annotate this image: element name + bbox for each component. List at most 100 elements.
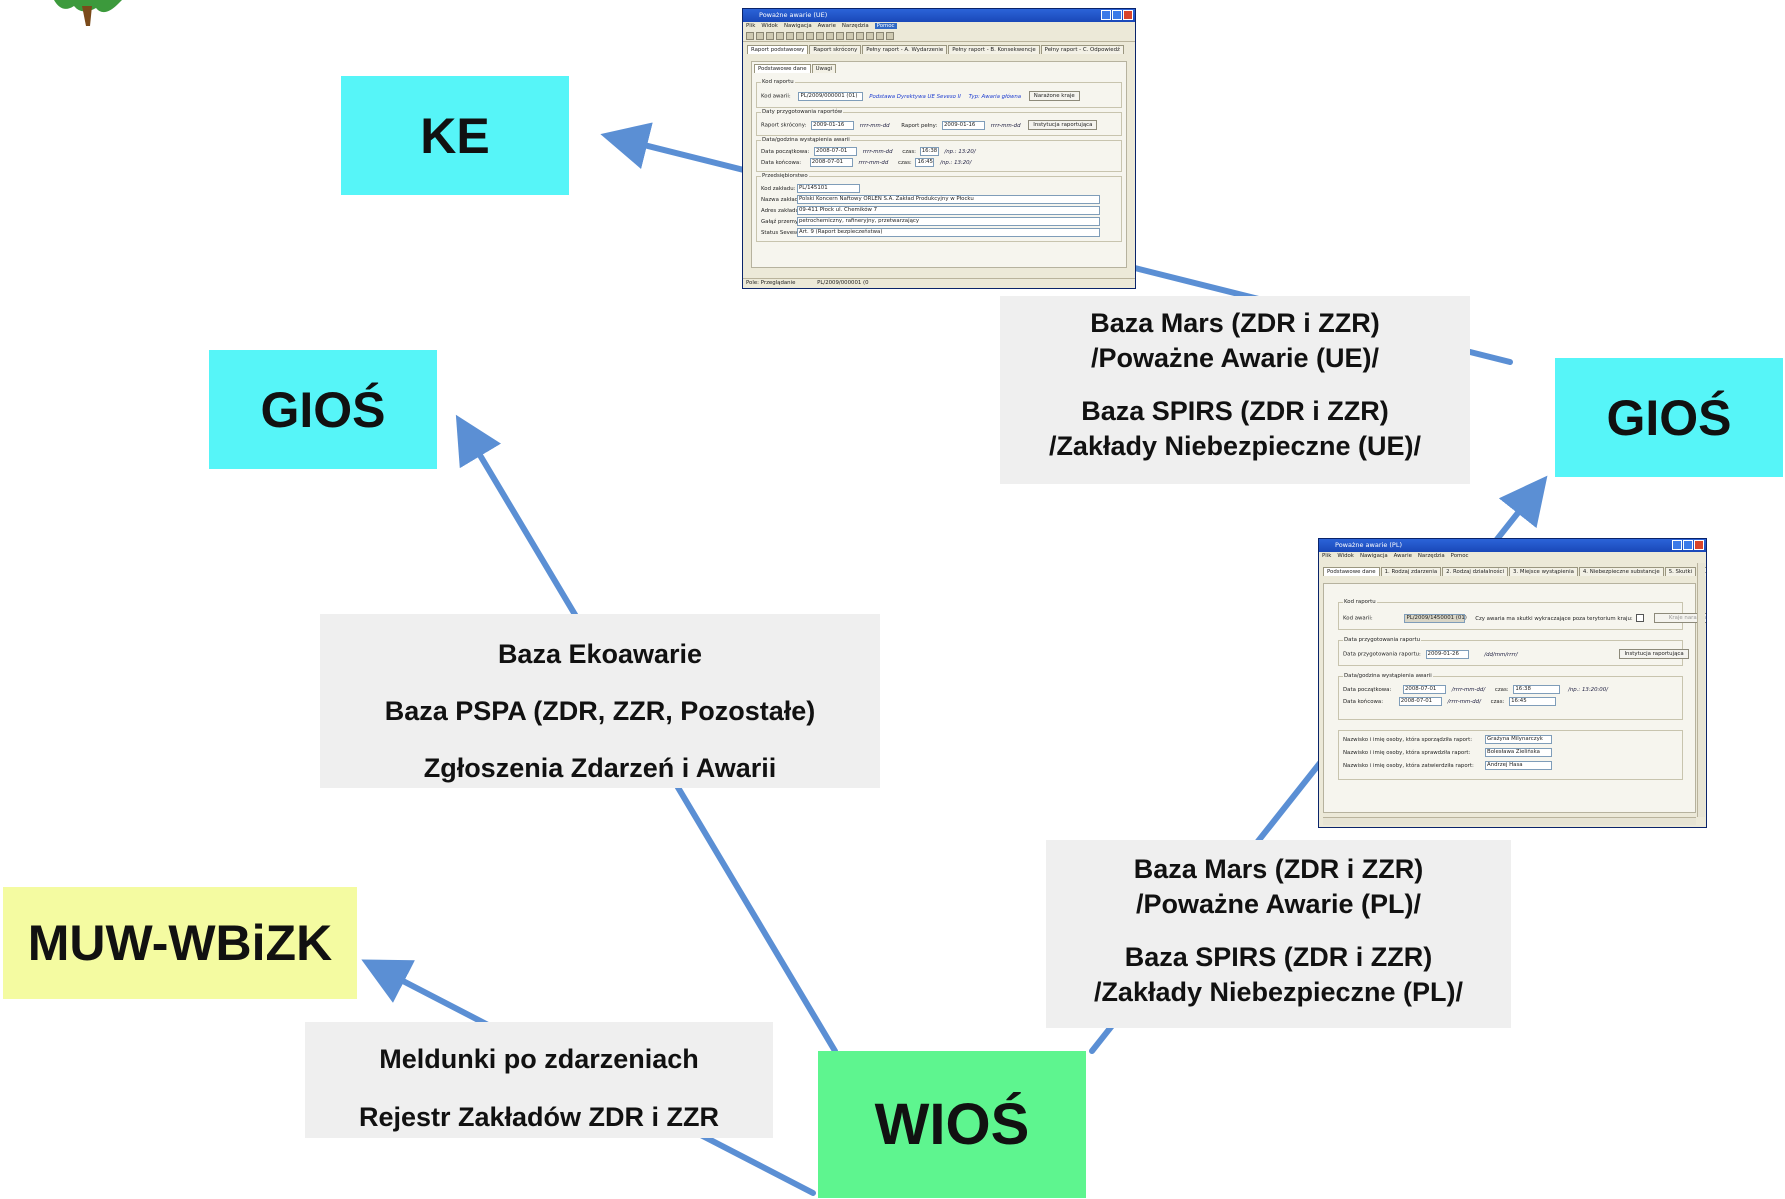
kraje-narazone-button[interactable]: Kraje narażone <box>1654 613 1706 623</box>
tab-podstawowe-dane[interactable]: Podstawowe dane <box>1323 567 1380 576</box>
toolbar <box>743 31 1135 42</box>
menu-bar: Plik Widok Nawigacja Awarie Narzędzia Pomoc <box>1319 552 1706 561</box>
czas-poczatkowy-field[interactable]: 16:38 <box>1513 685 1561 694</box>
group-przedsiebiorstwo: Przedsiębiorstwo Kod zakładu:PL/145101 N… <box>756 173 1122 242</box>
last-record-icon[interactable] <box>816 32 824 40</box>
grid-icon[interactable] <box>776 32 784 40</box>
sort-icon[interactable] <box>856 32 864 40</box>
node-gios-left: GIOŚ <box>209 350 437 469</box>
window-powazne-awarie-ue: Poważne awarie (UE) Plik Widok Nawigacja Aw… <box>742 8 1136 289</box>
title-bar: Poważne awarie (UE) <box>743 9 1135 22</box>
tab-rodzaj-zdarzenia[interactable]: 1. Rodzaj zdarzenia <box>1380 567 1442 576</box>
czas-koncowy-field[interactable]: 16:45 <box>1509 697 1557 706</box>
menu-narzedzia[interactable]: Narzędzia <box>1417 553 1445 559</box>
sporzadzil-field[interactable]: Grażyna Milynarczyk <box>1485 735 1552 744</box>
menu-widok[interactable]: Widok <box>761 23 778 29</box>
save-icon[interactable] <box>746 32 754 40</box>
group-daty-raportow: Daty przygotowania raportów Raport skróc… <box>756 109 1122 136</box>
report-panel: Podstawowe dane Uwagi Kod raportu Kod aw… <box>751 61 1127 268</box>
menu-bar: Plik Widok Nawigacja Awarie Narzędzia Pomoc <box>743 22 1135 31</box>
menu-awarie[interactable]: Awarie <box>1393 553 1412 559</box>
add-icon[interactable] <box>836 32 844 40</box>
window-title: Poważne awarie (UE) <box>759 11 828 19</box>
menu-pomoc[interactable]: Pomoc <box>1450 553 1469 559</box>
find-icon[interactable] <box>826 32 834 40</box>
close-button[interactable] <box>1694 540 1704 550</box>
label-mars-pl: Baza Mars (ZDR i ZZR) /Poważne Awarie (P… <box>1046 840 1511 1028</box>
menu-narzedzia[interactable]: Narzędzia <box>841 23 869 29</box>
next-record-icon[interactable] <box>806 32 814 40</box>
tab-skutki[interactable]: 5. Skutki <box>1664 567 1697 576</box>
menu-plik[interactable]: Plik <box>746 23 756 29</box>
raport-pelny-date[interactable]: 2009-01-16 <box>942 120 985 130</box>
node-gios-right: GIOŚ <box>1555 358 1783 477</box>
czas-koncowy-field[interactable]: 16:45 <box>915 158 935 167</box>
czas-poczatkowy-field[interactable]: 16:38 <box>919 147 939 156</box>
horizontal-scrollbar[interactable] <box>1323 817 1696 825</box>
tab-raport-podstawowy[interactable]: Raport podstawowy <box>747 45 809 54</box>
instytucja-raportujaca-button[interactable]: Instytucja raportująca <box>1619 649 1689 659</box>
adres-zakladu-field[interactable]: 09-411 Płock ul. Chemików 7 <box>797 206 1100 215</box>
tab-pelny-raport-c[interactable]: Pełny raport - C. Odpowiedź <box>1040 45 1124 54</box>
print-icon[interactable] <box>756 32 764 40</box>
section-tabs: Podstawowe dane 1. Rodzaj zdarzenia 2. R… <box>1319 561 1706 576</box>
prev-record-icon[interactable] <box>796 32 804 40</box>
group-data-raportu: Data przygotowania raportu Data przygoto… <box>1338 637 1689 666</box>
tab-rodzaj-dzialalnosci[interactable]: 2. Rodzaj działalności <box>1442 567 1508 576</box>
close-button[interactable] <box>1123 10 1133 20</box>
menu-nawigacja[interactable]: Nawigacja <box>1359 553 1388 559</box>
galaz-przemyslu-field[interactable]: petrochemiczny, rafineryjny, przetwarzaj… <box>797 217 1100 226</box>
menu-widok[interactable]: Widok <box>1337 553 1354 559</box>
data-poczatkowa-field[interactable]: 2008-07-01 <box>1403 685 1446 694</box>
minimize-button[interactable] <box>1672 540 1682 550</box>
menu-awarie[interactable]: Awarie <box>817 23 836 29</box>
skutki-checkbox[interactable] <box>1636 614 1645 622</box>
exit-icon[interactable] <box>886 32 894 40</box>
data-poczatkowa-field[interactable]: 2008-07-01 <box>814 147 857 156</box>
report-panel: Kod raportu Kod awarii: PL/2009/1450001 … <box>1323 583 1706 813</box>
kod-awarii-field[interactable]: PL/2009/000001 (01) <box>798 91 864 101</box>
first-record-icon[interactable] <box>786 32 794 40</box>
nazwa-zakladu-field[interactable]: Polski Koncern Naftowy ORLEN S.A. Zakład… <box>797 195 1100 204</box>
tab-pelny-raport-a[interactable]: Pełny raport - A. Wydarzenie <box>862 45 948 54</box>
tab-miejsce-wystapienia[interactable]: 3. Miejsce wystąpienia <box>1508 567 1578 576</box>
data-koncowa-field[interactable]: 2008-07-01 <box>809 158 853 167</box>
data-koncowa-field[interactable]: 2008-07-01 <box>1398 697 1442 706</box>
tab-niebezpieczne-substancje[interactable]: 4. Niebezpieczne substancje <box>1578 567 1664 576</box>
subtab-uwagi[interactable]: Uwagi <box>811 64 837 73</box>
label-meldunki: Meldunki po zdarzeniach Rejestr Zakładów… <box>305 1022 773 1138</box>
instytucja-raportujaca-button[interactable]: Instytucja raportująca <box>1028 120 1098 130</box>
status-seveso-field[interactable]: Art. 9 (Raport bezpieczeństwa) <box>797 228 1100 237</box>
delete-icon[interactable] <box>846 32 854 40</box>
window-powazne-awarie-pl: Poważne awarie (PL) Plik Widok Nawigacja Aw… <box>1318 538 1707 828</box>
menu-nawigacja[interactable]: Nawigacja <box>783 23 812 29</box>
maximize-button[interactable] <box>1683 540 1693 550</box>
menu-pomoc[interactable]: Pomoc <box>874 23 897 29</box>
node-wios: WIOŚ <box>818 1051 1086 1198</box>
sprawdzil-field[interactable]: Bolesława Zielińska <box>1485 748 1552 757</box>
node-muw-wbizk: MUW-WBiZK <box>3 887 357 999</box>
raport-skrocony-date[interactable]: 2009-01-16 <box>811 120 855 130</box>
maximize-button[interactable] <box>1112 10 1122 20</box>
tab-raport-skrocony[interactable]: Raport skrócony <box>809 45 862 54</box>
node-ke: KE <box>341 76 569 195</box>
minimize-button[interactable] <box>1101 10 1111 20</box>
narazone-kraje-button[interactable]: Narażone kraje <box>1028 91 1080 101</box>
tab-pelny-raport-b[interactable]: Pełny raport - B. Konsekwencje <box>948 45 1040 54</box>
title-bar: Poważne awarie (PL) <box>1319 539 1706 552</box>
zatwierdzil-field[interactable]: Andrzej Hasa <box>1485 761 1552 770</box>
kod-awarii-field: PL/2009/1450001 (01) <box>1404 613 1467 623</box>
group-kod-raportu: Kod raportu Kod awarii: PL/2009/1450001 … <box>1338 599 1706 630</box>
filter-icon[interactable] <box>866 32 874 40</box>
group-osoby: Nazwisko i imię osoby, która sporządziła… <box>1338 730 1683 780</box>
group-data-awarii: Data/godzina wystąpienia awarii Data poc… <box>1338 673 1683 720</box>
subtab-podstawowe-dane[interactable]: Podstawowe dane <box>754 64 811 73</box>
group-data-awarii: Data/godzina wystąpienia awarii Data poc… <box>756 137 1122 172</box>
preview-icon[interactable] <box>766 32 774 40</box>
kod-zakladu-field[interactable]: PL/145101 <box>797 184 860 193</box>
menu-plik[interactable]: Plik <box>1322 553 1332 559</box>
info-icon[interactable] <box>876 32 884 40</box>
vertical-scrollbar[interactable] <box>1697 563 1705 817</box>
data-przygotowania-field[interactable]: 2009-01-26 <box>1425 649 1469 659</box>
tree-logo-icon <box>54 0 122 26</box>
